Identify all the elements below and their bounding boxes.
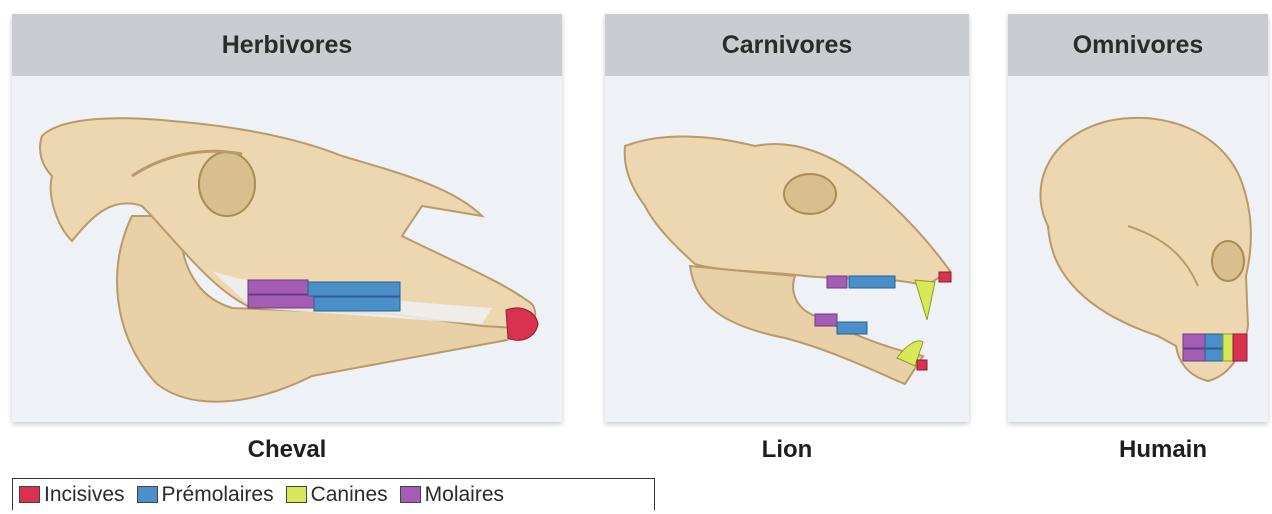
omnivores-panel: Omnivores bbox=[1008, 14, 1268, 422]
herbivores-panel: Herbivores bbox=[12, 14, 562, 422]
teeth-legend: Incisives Prémolaires Canines Molaires bbox=[12, 478, 655, 510]
legend-premolaires: Prémolaires bbox=[137, 483, 274, 507]
carnivores-panel: Carnivores bbox=[605, 14, 969, 422]
horse-premolars bbox=[308, 282, 400, 311]
legend-label-canines: Canines bbox=[311, 483, 388, 507]
molaires-swatch bbox=[400, 486, 421, 503]
omnivores-caption: Humain bbox=[1108, 436, 1218, 464]
lion-skull-illustration bbox=[605, 76, 969, 422]
legend-label-premolaires: Prémolaires bbox=[162, 483, 274, 507]
carnivores-caption: Lion bbox=[605, 436, 969, 464]
canines-swatch bbox=[286, 486, 307, 503]
herbivores-caption: Cheval bbox=[12, 436, 562, 464]
legend-incisives: Incisives bbox=[19, 483, 125, 507]
legend-label-molaires: Molaires bbox=[425, 483, 504, 507]
incisives-swatch bbox=[19, 486, 40, 503]
legend-molaires: Molaires bbox=[400, 483, 504, 507]
herbivores-header: Herbivores bbox=[12, 14, 562, 76]
human-skull-illustration bbox=[1008, 76, 1268, 422]
premolaires-swatch bbox=[137, 486, 158, 503]
carnivores-header: Carnivores bbox=[605, 14, 969, 76]
legend-label-incisives: Incisives bbox=[44, 483, 125, 507]
horse-molars bbox=[248, 280, 314, 308]
horse-skull-illustration bbox=[12, 76, 562, 422]
omnivores-header: Omnivores bbox=[1008, 14, 1268, 76]
legend-canines: Canines bbox=[286, 483, 388, 507]
